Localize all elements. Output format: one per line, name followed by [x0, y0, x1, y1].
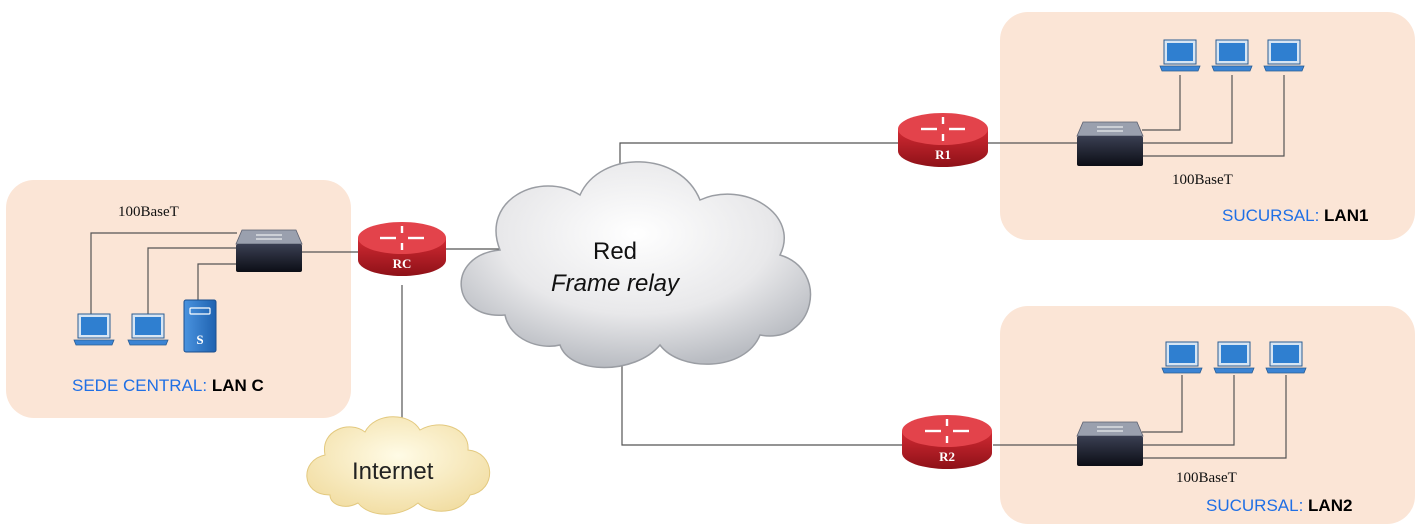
- laptop-icon: [1161, 341, 1203, 374]
- frame-relay-line1: Red: [592, 238, 638, 265]
- links: [90, 75, 1287, 459]
- switch-lan-c: [235, 229, 303, 272]
- lan1-speed-label: 100BaseT: [1172, 172, 1233, 188]
- frame-relay-cloud: [460, 161, 812, 369]
- switch-lan1: [1076, 121, 1144, 166]
- server-label: S: [196, 332, 203, 347]
- frame-relay-line2: Frame relay: [550, 270, 680, 297]
- lan1-site-name: LAN1: [1324, 206, 1369, 225]
- lan2-site-prefix: SUCURSAL:: [1206, 496, 1304, 515]
- lan2-zone: [1000, 306, 1415, 524]
- router-r1: R1: [898, 113, 988, 167]
- lan2-site-label: SUCURSAL: LAN2: [1206, 496, 1352, 516]
- lan-c-speed-label: 100BaseT: [118, 204, 179, 220]
- lan1-zone: [1000, 12, 1415, 240]
- laptop-icon: [1159, 39, 1201, 72]
- lan-c-site-name: LAN C: [211, 376, 264, 395]
- switch-lan2: [1076, 421, 1144, 466]
- lan2-speed-label: 100BaseT: [1176, 470, 1237, 486]
- laptop-icon: [1211, 39, 1253, 72]
- lan-c-zone: [6, 180, 351, 418]
- lan-c-site-prefix: SEDE CENTRAL:: [72, 376, 208, 395]
- laptop-icon: [1263, 39, 1305, 72]
- lan1-site-prefix: SUCURSAL:: [1222, 206, 1320, 225]
- lan2-site-name: LAN2: [1308, 496, 1353, 515]
- router-rc-label: RC: [393, 256, 412, 271]
- router-r1-label: R1: [935, 147, 951, 162]
- laptop-icon: [1265, 341, 1307, 374]
- internet-cloud: [306, 416, 491, 515]
- server-icon: S: [183, 299, 217, 353]
- internet-label: Internet: [352, 458, 434, 485]
- laptop-icon: [1213, 341, 1255, 374]
- lan-c-site-label: SEDE CENTRAL: LAN C: [72, 376, 264, 396]
- router-rc: RC: [358, 222, 446, 276]
- frame-relay-label: Red Frame relay: [540, 238, 690, 298]
- laptop-icon: [73, 313, 115, 346]
- lan1-site-label: SUCURSAL: LAN1: [1222, 206, 1368, 226]
- laptop-icon: [127, 313, 169, 346]
- router-r2: R2: [902, 415, 992, 469]
- router-r2-label: R2: [939, 449, 955, 464]
